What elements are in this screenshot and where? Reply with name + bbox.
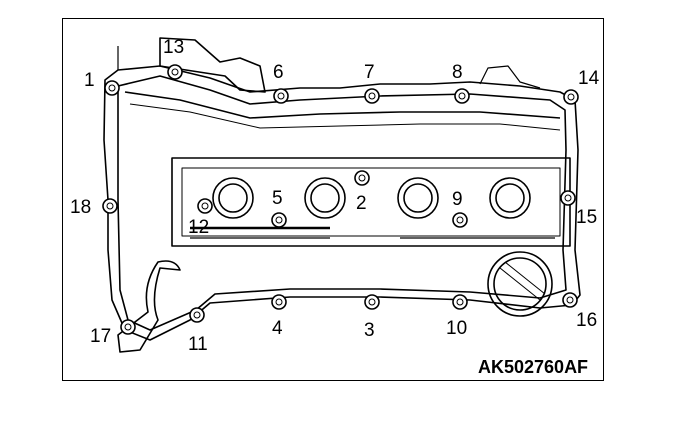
breather-hose [117, 260, 181, 353]
bolt-14 [563, 89, 579, 105]
bolt-13 [167, 64, 183, 80]
bolt-label-17: 17 [90, 326, 111, 347]
bolt-18 [102, 198, 118, 214]
bolt-5 [271, 212, 287, 228]
bolt-label-13: 13 [163, 37, 184, 58]
bolt-11 [189, 307, 205, 323]
bolt-8 [454, 88, 470, 104]
bolt-7 [364, 88, 380, 104]
bolt-label-18: 18 [70, 197, 91, 218]
bolt-17 [120, 319, 136, 335]
plug-hole-1 [212, 177, 254, 219]
bolt-12 [197, 198, 213, 214]
bolt-label-10: 10 [446, 318, 467, 339]
bolt-label-9: 9 [452, 189, 463, 210]
bolt-10 [452, 294, 468, 310]
bolt-9 [452, 212, 468, 228]
top-ridge [124, 91, 561, 119]
plug-hole-4 [489, 177, 531, 219]
figure-frame [62, 18, 604, 381]
bolt-6 [273, 88, 289, 104]
top-bracket [159, 37, 266, 93]
bolt-label-4: 4 [272, 318, 283, 339]
bolt-label-16: 16 [576, 310, 597, 331]
bolt-15 [560, 190, 576, 206]
bolt-label-14: 14 [578, 68, 600, 89]
bolt-label-1: 1 [84, 70, 95, 91]
cover-outline [103, 65, 581, 341]
plug-well-plate [171, 157, 571, 247]
bolt-label-3: 3 [364, 320, 375, 341]
bolt-label-12: 12 [188, 217, 209, 238]
bolt-label-15: 15 [576, 207, 597, 228]
bolt-label-2: 2 [356, 193, 367, 214]
bolt-label-7: 7 [364, 62, 375, 83]
plug-hole-2 [304, 177, 346, 219]
bolt-3 [364, 294, 380, 310]
bolt-4 [271, 294, 287, 310]
bolt-label-8: 8 [452, 62, 463, 83]
bolt-1 [104, 80, 120, 96]
figure-code: AK502760AF [478, 357, 588, 377]
oil-filler-cap [487, 251, 553, 317]
bolt-label-6: 6 [273, 62, 284, 83]
bolt-16 [562, 292, 578, 308]
bolt-label-5: 5 [272, 188, 283, 209]
plug-hole-3 [397, 177, 439, 219]
bolt-2 [354, 170, 370, 186]
bolt-label-11: 11 [188, 334, 208, 355]
